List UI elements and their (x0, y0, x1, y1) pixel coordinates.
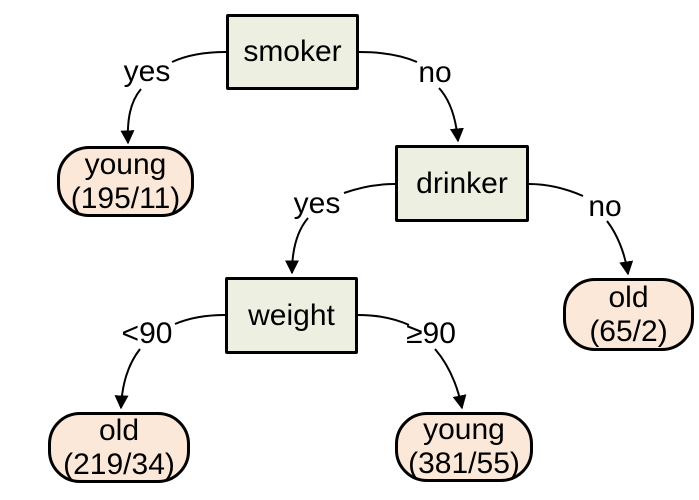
edge-smoker-no-arrow (438, 87, 464, 143)
node-drinker: drinker (395, 145, 529, 222)
leaf-count: (381/55) (408, 447, 520, 480)
leaf-label: young (84, 147, 167, 181)
edge-label-weight-ge90: ≥90 (406, 317, 456, 350)
edge-drinker-no-upper (528, 183, 584, 197)
node-smoker-label: smoker (243, 35, 342, 68)
edge-weight-ge90-arrow (434, 348, 467, 410)
leaf-count: (219/34) (63, 447, 175, 481)
edge-label-weight-lt90: <90 (121, 317, 173, 350)
edge-label-smoker-no: no (418, 56, 452, 89)
edge-label-drinker-yes: yes (293, 187, 341, 220)
edge-drinker-yes-upper (343, 183, 396, 194)
edge-smoker-no-upper (358, 51, 418, 63)
node-drinker-label: drinker (416, 166, 508, 200)
leaf-label: old (608, 280, 649, 314)
edge-weight-ge90-upper (357, 314, 410, 326)
edge-smoker-yes-arrow (120, 88, 142, 145)
edge-smoker-yes-upper (171, 51, 227, 63)
leaf-label: old (98, 413, 140, 447)
leaf-young-195-11: young (195/11) (57, 146, 194, 217)
edge-label-drinker-no: no (588, 190, 622, 223)
node-smoker: smoker (226, 14, 359, 90)
node-weight: weight (225, 277, 358, 354)
edge-label-smoker-yes: yes (123, 55, 171, 88)
edge-drinker-no-arrow (606, 220, 634, 276)
edge-weight-lt90-arrow (114, 348, 141, 410)
edge-drinker-yes-arrow (285, 217, 309, 275)
leaf-old-65-2: old (65/2) (563, 278, 694, 351)
leaf-old-219-34: old (219/34) (48, 412, 190, 483)
leaf-count: (65/2) (589, 314, 668, 348)
leaf-young-381-55: young (381/55) (395, 412, 533, 482)
node-weight-label: weight (248, 298, 335, 332)
edge-weight-lt90-upper (174, 314, 226, 325)
leaf-count: (195/11) (70, 181, 181, 215)
leaf-label: young (423, 413, 505, 446)
